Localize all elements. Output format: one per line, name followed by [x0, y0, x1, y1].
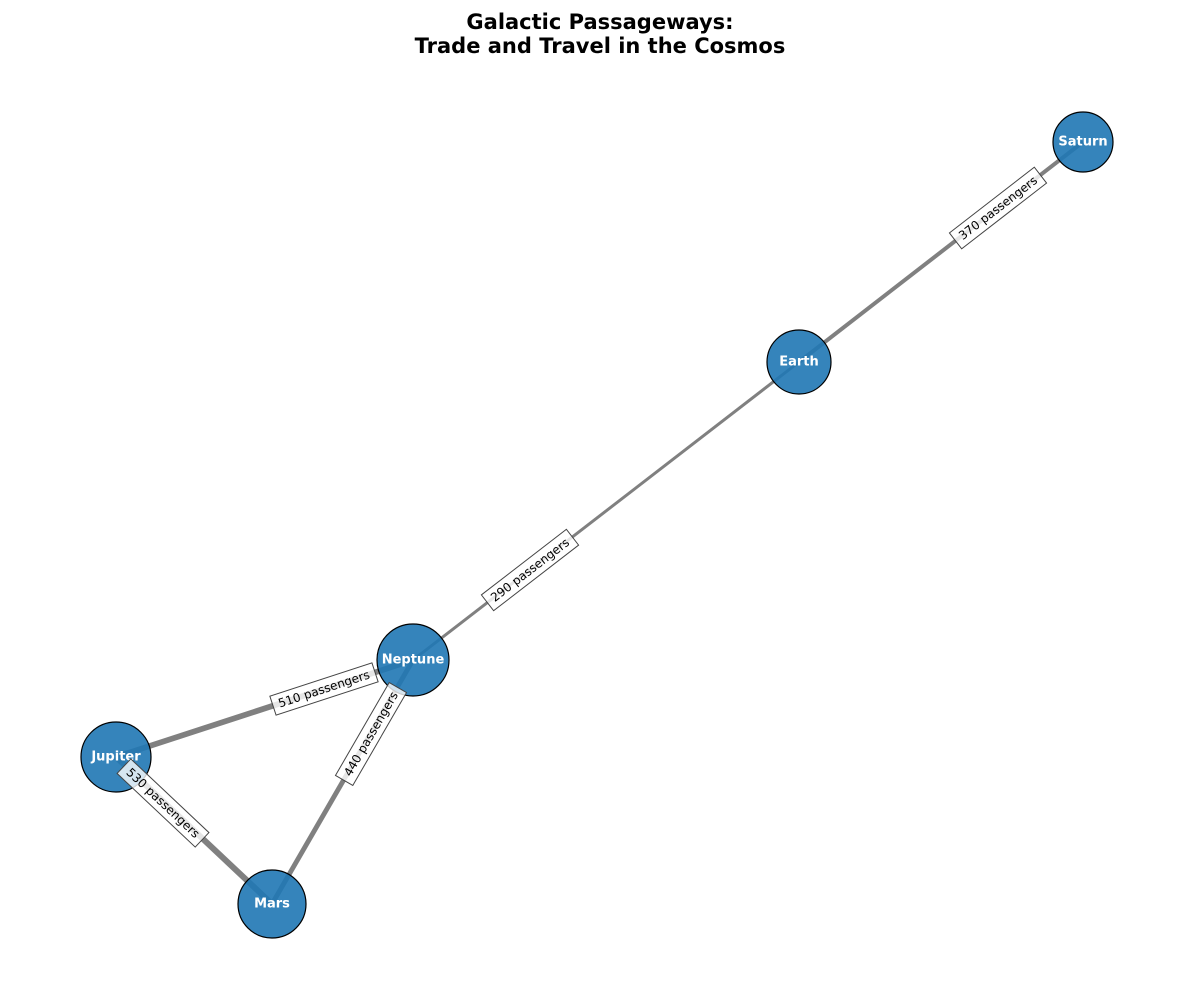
edge-label-neptune-earth: 290 passengers: [480, 528, 580, 612]
node-circle: [1052, 111, 1114, 173]
edge-label-box: [269, 662, 379, 716]
node-mars: Mars: [237, 869, 307, 939]
edge-label-jupiter-mars: 530 passengers: [116, 758, 210, 848]
edge-label-box: [480, 528, 580, 612]
node-circle: [376, 623, 450, 697]
edge-labels-layer: 370 passengers 290 passengers 510 passenge…: [116, 166, 1048, 848]
chart-title: Galactic Passageways: Trade and Travel i…: [0, 10, 1200, 58]
node-saturn: Saturn: [1052, 111, 1114, 173]
edges-layer: [113, 140, 1085, 907]
edge-neptune-earth: [412, 360, 800, 662]
node-circle: [766, 329, 832, 395]
edge-label-text: 530 passengers: [123, 765, 202, 841]
node-circle: [237, 869, 307, 939]
edge-label-box: [334, 681, 408, 787]
node-label: Neptune: [382, 653, 445, 668]
node-earth: Earth: [766, 329, 832, 395]
edge-label-text: 290 passengers: [488, 535, 572, 604]
edge-label-text: 370 passengers: [956, 173, 1040, 242]
edge-label-jupiter-neptune: 510 passengers: [269, 662, 379, 716]
node-label: Earth: [779, 355, 819, 370]
node-neptune: Neptune: [376, 623, 450, 697]
title-line-1: Galactic Passageways:: [466, 10, 734, 34]
edge-label-box: [948, 166, 1048, 250]
edge-label-earth-saturn: 370 passengers: [948, 166, 1048, 250]
node-label: Saturn: [1058, 135, 1107, 150]
edge-label-box: [116, 758, 210, 848]
edge-label-text: 440 passengers: [341, 689, 401, 779]
edge-label-mars-neptune: 440 passengers: [334, 681, 408, 787]
node-label: Mars: [254, 897, 290, 912]
title-line-2: Trade and Travel in the Cosmos: [414, 34, 786, 58]
